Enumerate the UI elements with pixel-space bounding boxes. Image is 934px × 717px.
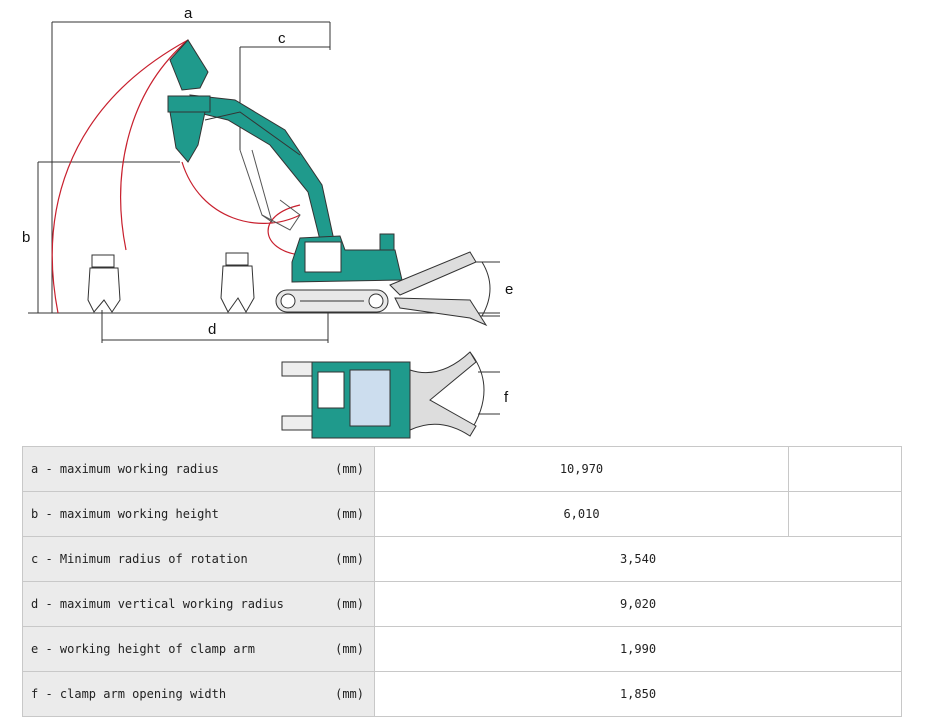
dimension-label-a: a <box>184 5 193 22</box>
spec-label-cell: f - clamp arm opening width (mm) <box>22 671 375 717</box>
excavator-dimension-diagram: a c b d e f <box>22 5 513 439</box>
excavator-body <box>291 233 403 283</box>
table-row: c - Minimum radius of rotation (mm) 3,54… <box>22 536 902 582</box>
spec-value: 6,010 <box>374 491 789 537</box>
spec-label: d - maximum vertical working radius <box>31 597 284 611</box>
table-row: b - maximum working height (mm) 6,010 <box>22 491 902 537</box>
dimension-label-d: d <box>208 321 216 338</box>
table-row: e - working height of clamp arm (mm) 1,9… <box>22 626 902 672</box>
dimension-label-f: f <box>504 389 509 406</box>
spec-empty-cell <box>788 491 902 537</box>
ghost-lowered-arm <box>239 149 301 231</box>
spec-label-cell: d - maximum vertical working radius (mm) <box>22 581 375 627</box>
crusher-attachment <box>167 39 211 163</box>
spec-unit: (mm) <box>335 642 364 656</box>
spec-unit: (mm) <box>335 507 364 521</box>
spec-unit: (mm) <box>335 552 364 566</box>
excavator-tracks <box>275 289 389 313</box>
spec-label-cell: c - Minimum radius of rotation (mm) <box>22 536 375 582</box>
dimension-b <box>37 161 180 313</box>
dimension-label-b: b <box>22 229 30 246</box>
dimension-label-c: c <box>278 30 286 47</box>
spec-unit: (mm) <box>335 462 364 476</box>
ghost-attachment-right <box>220 252 255 314</box>
spec-value: 3,540 <box>374 536 902 582</box>
spec-label: e - working height of clamp arm <box>31 642 255 656</box>
ghost-attachment-left <box>87 254 121 313</box>
spec-label: f - clamp arm opening width <box>31 687 227 701</box>
spec-label-cell: a - maximum working radius (mm) <box>22 446 375 492</box>
spec-empty-cell <box>788 446 902 492</box>
spec-label: b - maximum working height <box>31 507 219 521</box>
spec-label-cell: e - working height of clamp arm (mm) <box>22 626 375 672</box>
spec-label-cell: b - maximum working height (mm) <box>22 491 375 537</box>
spec-value: 10,970 <box>374 446 789 492</box>
clamp-arm <box>389 251 488 327</box>
spec-table: a - maximum working radius (mm) 10,970 b… <box>22 446 902 717</box>
excavator-boom <box>189 94 336 249</box>
table-row: d - maximum vertical working radius (mm)… <box>22 581 902 627</box>
spec-value: 1,990 <box>374 626 902 672</box>
spec-unit: (mm) <box>335 597 364 611</box>
spec-value: 1,850 <box>374 671 902 717</box>
working-range-arcs <box>51 39 301 314</box>
spec-label: c - Minimum radius of rotation <box>31 552 248 566</box>
dimension-label-e: e <box>505 281 513 298</box>
spec-unit: (mm) <box>335 687 364 701</box>
spec-value: 9,020 <box>374 581 902 627</box>
dimension-c <box>239 46 330 150</box>
dimension-d <box>101 310 329 343</box>
table-row: a - maximum working radius (mm) 10,970 <box>22 446 902 492</box>
spec-label: a - maximum working radius <box>31 462 219 476</box>
dimension-f <box>469 351 500 433</box>
excavator-top-view <box>281 351 477 439</box>
dimension-e <box>476 261 500 317</box>
table-row: f - clamp arm opening width (mm) 1,850 <box>22 671 902 717</box>
